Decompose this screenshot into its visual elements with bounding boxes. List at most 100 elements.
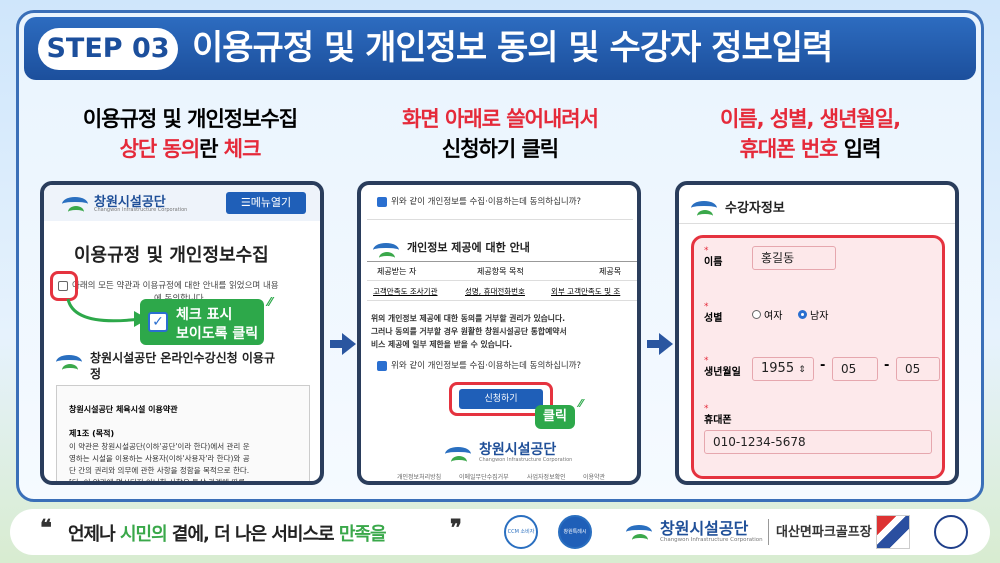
step-badge: STEP 03 — [38, 28, 178, 70]
callout-line2: 보이도록 클릭 — [176, 326, 259, 342]
panel-student-info: 수강자정보 * 이름 홍길동 * 성별 여자 남자 * 생년월일 1955 ⇕ … — [675, 181, 959, 485]
highlight-apply — [449, 382, 553, 416]
callout-line1: 체크 표시 — [176, 307, 233, 323]
footer-org-logo-icon — [626, 525, 652, 539]
sparkle-icon: ⁄⁄ — [579, 397, 583, 410]
agree-all-text: 아래의 모든 약관과 이용규정에 대한 안내를 읽었으며 내용 — [72, 281, 279, 291]
agree-all-checkbox[interactable] — [58, 281, 68, 291]
page-title: 이용규정 및 개인정보 동의 및 수강자 정보입력 — [192, 28, 833, 68]
table-row: 고객만족도 조사기관 성명, 휴대전화번호 외부 고객만족도 및 조 — [367, 283, 637, 301]
apply-button[interactable]: 신청하기 — [459, 389, 543, 409]
terms-box[interactable]: 창원시설공단 체육시설 이용약관 제1조 (목적) 이 약관은 창원시설공단(이… — [56, 385, 310, 481]
footer-org-name: 창원시설공단 — [479, 442, 557, 458]
section-title: 창원시설공단 온라인수강신청 이용규 — [90, 351, 275, 365]
caption-col1-red: 상단 동의 — [119, 137, 201, 161]
org-name: 창원시설공단 — [94, 195, 166, 210]
terms-line: 이 약관은 창원시설공단(이하'공단'이라 한다)에서 관리 운 — [69, 442, 250, 451]
footer-link-email[interactable]: 이메일무단수집거부 — [459, 474, 509, 481]
caption-col2-line1: 화면 아래로 쓸어내려서 — [402, 107, 599, 131]
divider — [367, 219, 633, 220]
table-cell: 외부 고객만족도 및 조 — [551, 287, 621, 296]
terms-line: 단 간의 권리와 의무에 관한 사항을 정함을 목적으로 한다. — [69, 466, 250, 475]
birth-year-select[interactable]: 1955 ⇕ — [752, 357, 814, 381]
checkmark-icon: ✓ — [148, 312, 168, 332]
birth-day-input[interactable]: 05 — [896, 357, 940, 381]
caption-col3-red: 휴대폰 번호 — [739, 137, 839, 161]
ccm-badge-text: CCM 소비자중심 — [507, 529, 535, 535]
caption-col1-red2: 체크 — [223, 137, 262, 161]
slogan: 언제나 시민의 곁에, 더 나은 서비스로 만족을 — [68, 520, 387, 546]
caption-col1-line1: 이용규정 및 개인정보수집 — [82, 107, 298, 131]
terms-line: 영하는 시설을 이용하는 사용자(이하'사용자'라 한다)와 공 — [69, 454, 250, 463]
footer-link-privacy[interactable]: 개인정보처리방침 — [397, 474, 442, 481]
table-header-row: 제공받는 자 제공항목 목적 제공목 — [367, 261, 637, 281]
notice-line: 위의 개인정보 제공에 대한 동의를 거부할 권리가 있습니다. — [371, 314, 566, 323]
arrow-right-icon — [647, 333, 673, 355]
agree-top-text: 위와 같이 개인정보를 수집·이용하는데 동의하십니까? — [391, 197, 582, 207]
org-sub: Changwon Infrastructure Corporation — [94, 207, 188, 213]
quote-close-icon: ❞ — [450, 515, 462, 541]
name-input[interactable]: 홍길동 — [752, 246, 836, 270]
notice-line: 비스 제공에 일부 제한을 받을 수 있습니다. — [371, 340, 513, 349]
article1: 제1조 (목적) — [69, 429, 115, 438]
agree-bottom-checkbox[interactable] — [377, 361, 387, 371]
name-label: 이름 — [704, 257, 723, 268]
divider — [679, 223, 955, 224]
gender-female-radio[interactable] — [752, 310, 761, 319]
caption-col3-tail: 입력 — [837, 137, 882, 161]
section-logo-icon — [691, 201, 717, 215]
slogan-green2: 만족을 — [338, 524, 387, 545]
agree-top-checkbox[interactable] — [377, 197, 387, 207]
dash: - — [884, 358, 890, 373]
birth-year-value: 1955 — [761, 361, 795, 376]
gender-male-label: 남자 — [810, 311, 829, 322]
gender-female-label: 여자 — [764, 311, 783, 322]
callout-check: ✓ 체크 표시 보이도록 클릭 — [140, 299, 264, 345]
org-logo-icon — [62, 197, 88, 211]
footer-org-sub: Changwon Infrastructure Corporation — [479, 457, 573, 463]
caption-col1-tail: 란 — [199, 137, 224, 161]
footer-bar: ❝ 언제나 시민의 곁에, 더 나은 서비스로 만족을 ❞ CCM 소비자중심 … — [10, 509, 990, 555]
changwon-city-icon: 창원특례시 — [558, 515, 592, 549]
footer-link-business[interactable]: 사업자정보확인 — [527, 474, 566, 481]
header-bar — [24, 17, 976, 80]
student-info-title: 수강자정보 — [725, 201, 785, 216]
gender-label: 성별 — [704, 313, 723, 324]
birth-label: 생년월일 — [704, 367, 741, 378]
phone-input[interactable]: 010-1234-5678 — [704, 430, 932, 454]
required-mark: * — [704, 302, 709, 312]
click-badge: 클릭 — [535, 405, 575, 429]
table-header: 제공목 — [599, 267, 622, 276]
changwon-city-text: 창원특례시 — [563, 529, 587, 535]
highlight-checkbox — [50, 271, 78, 301]
table-cell: 성명, 휴대전화번호 — [465, 287, 525, 296]
required-mark: * — [704, 404, 709, 414]
agree-bottom-text: 위와 같이 개인정보를 수집·이용하는데 동의하십니까? — [391, 361, 582, 371]
caption-col2: 화면 아래로 쓸어내려서 신청하기 클릭 — [380, 104, 620, 164]
phone-label: 휴대폰 — [704, 415, 732, 426]
footer-org-sub: Changwon Infrastructure Corporation — [660, 537, 763, 543]
sparkle-icon: ⁄⁄ — [268, 295, 273, 309]
footer-logo-icon — [445, 447, 471, 461]
footer-link-terms[interactable]: 이용약관 — [583, 474, 606, 481]
table-header: 제공받는 자 — [377, 267, 417, 276]
curve-arrow-icon — [66, 298, 148, 327]
caption-col1: 이용규정 및 개인정보수집 상단 동의란 체크 — [70, 104, 310, 164]
caption-col3: 이름, 성별, 생년월일, 휴대폰 번호 입력 — [690, 104, 930, 164]
provision-title: 개인정보 제공에 대한 안내 — [407, 241, 530, 254]
section-logo-icon — [373, 243, 399, 257]
terms-box-title: 창원시설공단 체육시설 이용약관 — [69, 405, 178, 414]
panel-consent: 위와 같이 개인정보를 수집·이용하는데 동의하십니까? 개인정보 제공에 대한… — [357, 181, 641, 485]
updown-chevron-icon: ⇕ — [798, 365, 806, 375]
gender-male-radio[interactable] — [798, 310, 807, 319]
slogan-green1: 시민의 — [119, 524, 168, 545]
panel-terms: 창원시설공단 Changwon Infrastructure Corporati… — [40, 181, 324, 485]
birth-month-input[interactable]: 05 — [832, 357, 878, 381]
slogan-mid: 곁에, 더 나은 서비스로 — [166, 524, 339, 545]
dash: - — [820, 358, 826, 373]
emblem-icon — [876, 515, 910, 549]
notice-line: 그러나 동의를 거부할 경우 원활한 창원시설공단 통합예약서 — [371, 327, 567, 336]
seal-icon — [934, 515, 968, 549]
facility-name: 대산면파크골프장 — [776, 525, 872, 540]
menu-open-button[interactable]: ☰메뉴열기 — [226, 192, 306, 214]
